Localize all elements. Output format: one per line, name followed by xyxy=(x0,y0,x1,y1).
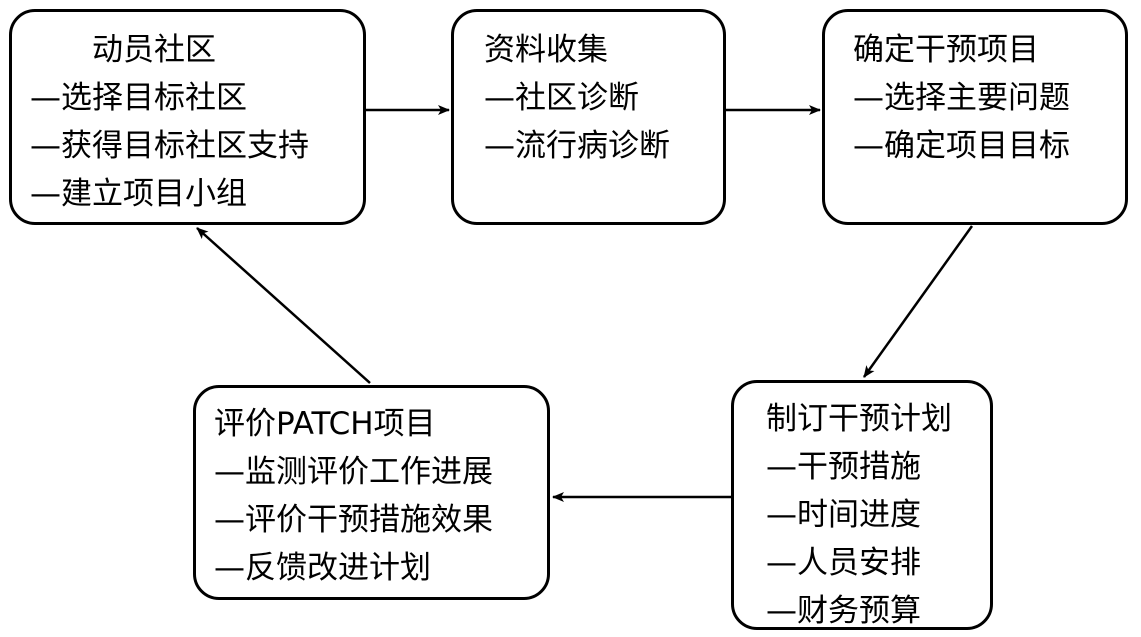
arrow-determine-to-plan xyxy=(862,225,974,378)
node-title: 动员社区 xyxy=(92,32,216,68)
node-item: —建立项目小组 xyxy=(30,176,247,212)
node-item: —反馈改进计划 xyxy=(214,550,431,586)
node-determine-intervention: 确定干预项目 —选择主要问题 —确定项目目标 xyxy=(822,9,1128,225)
node-item: —社区诊断 xyxy=(484,80,639,116)
node-item: —流行病诊断 xyxy=(484,128,670,164)
node-item: —获得目标社区支持 xyxy=(30,128,309,164)
node-intervention-plan: 制订干预计划 —干预措施 —时间进度 —人员安排 —财务预算 xyxy=(731,380,993,630)
node-title: 确定干预项目 xyxy=(853,32,1039,68)
node-title: 资料收集 xyxy=(484,32,608,68)
node-item: —监测评价工作进展 xyxy=(214,454,493,490)
node-title: 评价PATCH项目 xyxy=(214,406,436,442)
node-data-collection: 资料收集 —社区诊断 —流行病诊断 xyxy=(451,9,726,225)
node-title: 制订干预计划 xyxy=(766,401,952,437)
node-evaluate-patch: 评价PATCH项目 —监测评价工作进展 —评价干预措施效果 —反馈改进计划 xyxy=(193,385,550,600)
node-item: —时间进度 xyxy=(766,497,921,533)
node-item: —干预措施 xyxy=(766,449,921,485)
node-item: —选择目标社区 xyxy=(30,80,247,116)
arrow-evaluate-to-mobilize xyxy=(196,227,371,384)
node-item: —确定项目目标 xyxy=(853,128,1070,164)
node-mobilize-community: 动员社区 —选择目标社区 —获得目标社区支持 —建立项目小组 xyxy=(9,9,366,225)
node-item: —评价干预措施效果 xyxy=(214,502,493,538)
node-item: —人员安排 xyxy=(766,545,921,581)
node-item: —财务预算 xyxy=(766,593,921,629)
node-item: —选择主要问题 xyxy=(853,80,1070,116)
